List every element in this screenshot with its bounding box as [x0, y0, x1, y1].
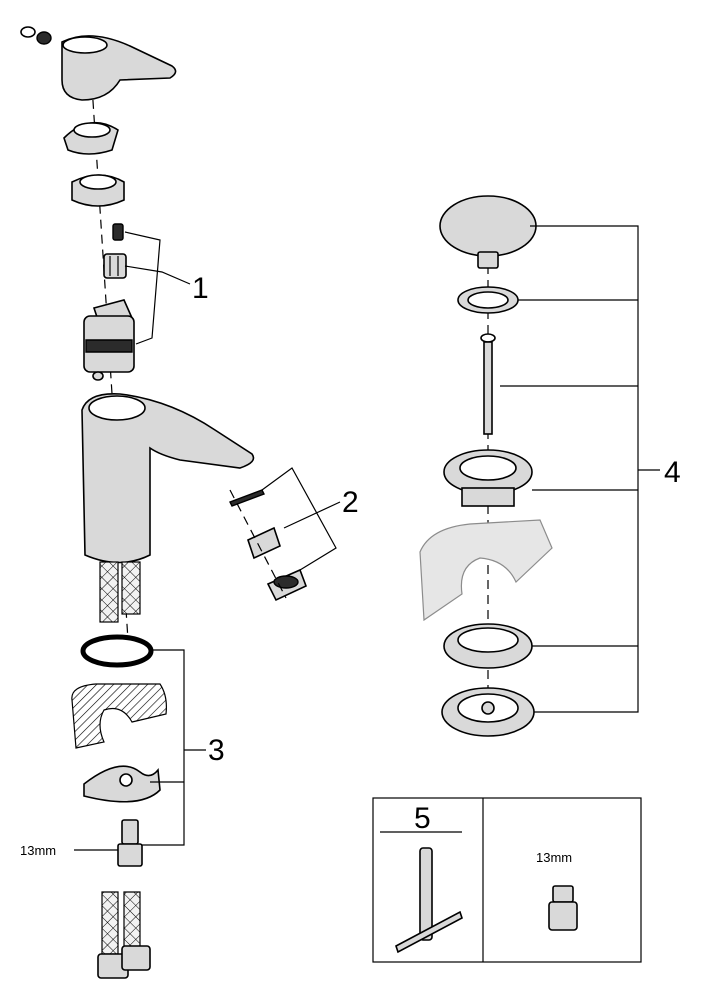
set-screw — [20, 26, 52, 45]
cover-cap — [63, 121, 119, 155]
pop-up-plug — [439, 195, 537, 269]
cartridge-adaptor — [103, 253, 127, 279]
callout-number-4: 4 — [664, 456, 681, 489]
aerator-axis — [229, 489, 287, 599]
basin-section-right — [419, 519, 553, 622]
waste-body — [441, 687, 535, 737]
threaded-stud — [117, 819, 143, 867]
aerator-insert — [247, 526, 281, 560]
callout-number-3: 3 — [208, 734, 225, 767]
hex-nipple-tool — [548, 885, 578, 931]
plug-rod — [480, 333, 496, 435]
waste-flange — [443, 449, 533, 507]
basin-section — [71, 683, 167, 749]
plug-seal-ring — [457, 286, 519, 314]
aerator-seal — [229, 489, 265, 507]
cartridge-screw — [112, 223, 124, 241]
socket-key-tool — [395, 847, 463, 954]
callout-number-2: 2 — [342, 486, 359, 519]
callout-2-leader — [261, 467, 341, 571]
supply-hoses — [99, 561, 141, 623]
callout-1-leader — [124, 231, 191, 345]
wrench-size-label-box: 13mm — [536, 850, 572, 865]
fixing-plate — [83, 765, 161, 803]
aerator-housing — [266, 568, 308, 602]
flexible-hoses — [97, 891, 151, 979]
callout-4-leader — [500, 225, 660, 713]
threaded-nut — [71, 174, 125, 207]
waste-washer — [443, 623, 533, 669]
faucet-body — [81, 393, 255, 564]
cartridge — [83, 299, 135, 381]
callout-3-leader — [142, 649, 206, 846]
callout-number-5: 5 — [414, 802, 431, 835]
wrench-size-label-left: 13mm — [20, 843, 56, 858]
callout-number-1: 1 — [192, 272, 209, 305]
o-ring — [80, 634, 154, 668]
lever-handle — [61, 35, 177, 101]
